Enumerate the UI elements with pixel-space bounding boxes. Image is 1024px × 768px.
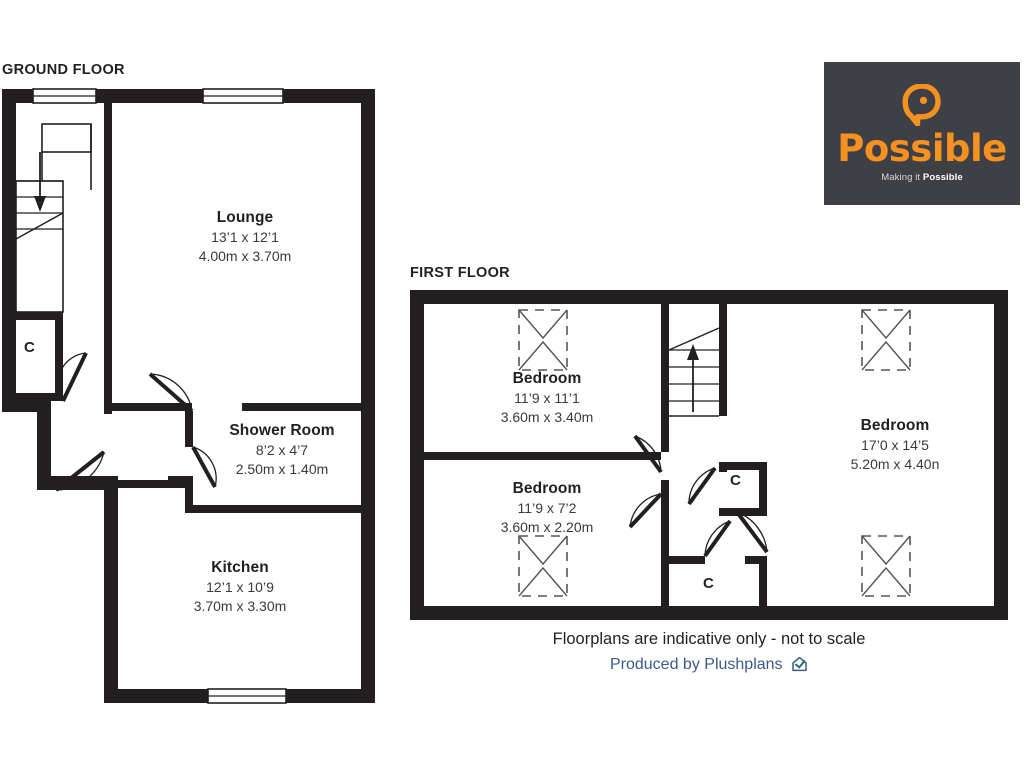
- footer-producer-line: Produced by Plushplans: [410, 653, 1008, 677]
- house-icon: [792, 656, 807, 672]
- ff-skylight-bedroom3-bottom: [861, 535, 911, 597]
- ff-wall-cupboard2-top-left: [669, 556, 705, 564]
- logo-tagline: Making it Possible: [824, 172, 1020, 183]
- ff-wall-cupboard1-top: [719, 462, 767, 470]
- gf-window-lounge-right: [202, 88, 284, 104]
- gf-wall-shower-left-upper: [185, 411, 193, 447]
- gf-window-lounge-left: [32, 88, 97, 104]
- gf-wall-hall-lounge-stub: [104, 398, 112, 414]
- cupboard-label-first-lower: C: [703, 575, 714, 592]
- logo-tagline-prefix: Making it: [881, 172, 923, 183]
- gf-door-cupboard: [57, 352, 88, 402]
- ground-floor-heading: GROUND FLOOR: [2, 62, 125, 78]
- gf-wall-kitchen-top: [104, 480, 189, 488]
- room-imperial: 17’0 x 14’5: [861, 437, 929, 453]
- gf-staircase: [15, 123, 92, 313]
- footer: Floorplans are indicative only - not to …: [410, 628, 1008, 677]
- ff-skylight-bedroom2-cross: [518, 535, 568, 597]
- ff-staircase: [668, 327, 720, 417]
- ff-wall-cupboard2-right: [759, 556, 767, 606]
- room-name: Bedroom: [860, 417, 930, 434]
- gf-wall-shower-left-nib: [168, 476, 193, 483]
- first-floor-heading: FIRST FLOOR: [410, 265, 510, 281]
- room-label-kitchen: Kitchen 12’1 x 10’9 3.70m x 3.30m: [155, 558, 325, 616]
- gf-wall-cupboard-right: [55, 316, 63, 401]
- room-imperial: 11’9 x 11’1: [514, 390, 580, 406]
- gf-wall-shower-bottom: [185, 505, 361, 513]
- ff-wall-cupboard1-bottom: [719, 508, 767, 516]
- room-imperial: 11’9 x 7’2: [517, 500, 577, 516]
- room-metric: 2.50m x 1.40m: [235, 461, 329, 477]
- ff-door-bedroom2: [628, 492, 663, 529]
- room-label-lounge: Lounge 13’1 x 12’1 4.00m x 3.70m: [160, 208, 330, 266]
- ff-wall-cupboard2-top-right: [745, 556, 767, 564]
- logo-tagline-strong: Possible: [922, 172, 963, 183]
- ff-skylight-bedroom1-cross: [518, 309, 568, 371]
- ff-skylight-bedroom2: [518, 535, 568, 597]
- room-label-bedroom-3: Bedroom 17’0 x 14’5 5.20m x 4.40n: [810, 416, 980, 474]
- ff-skylight-bedroom3-top-cross: [861, 309, 911, 371]
- ff-skylight-bedroom3-top: [861, 309, 911, 371]
- possible-pin-icon: [902, 84, 941, 126]
- ff-wall-landing-right-upper: [719, 304, 727, 416]
- gf-wall-cupboard-upper: [16, 312, 63, 320]
- room-name: Kitchen: [211, 559, 269, 576]
- room-name: Lounge: [216, 209, 274, 226]
- gf-window-kitchen: [207, 688, 287, 704]
- room-imperial: 8’2 x 4’7: [255, 442, 309, 458]
- ff-door-bedroom1: [633, 434, 663, 474]
- room-metric: 3.70m x 3.30m: [193, 598, 287, 614]
- gf-wall-cupboard-top: [16, 393, 63, 401]
- gf-door-shower: [191, 446, 217, 488]
- gf-wall-lounge-bottom-right: [242, 403, 361, 411]
- room-name: Shower Room: [229, 422, 335, 439]
- ff-door-bedroom3: [735, 510, 769, 554]
- ff-wall-landing-left-lower: [661, 480, 669, 606]
- room-metric: 3.60m x 3.40m: [500, 409, 594, 425]
- ff-skylight-bedroom1: [518, 309, 568, 371]
- room-label-shower-room: Shower Room 8’2 x 4’7 2.50m x 1.40m: [200, 421, 364, 479]
- cupboard-label-first-upper: C: [730, 472, 741, 489]
- gf-wall-lounge-bottom-left: [112, 403, 192, 411]
- ff-wall-bedroom1-bedroom2: [424, 452, 661, 460]
- footer-disclaimer: Floorplans are indicative only - not to …: [552, 630, 866, 648]
- gf-wall-kitchen-left: [104, 480, 112, 690]
- room-metric: 4.00m x 3.70m: [198, 248, 292, 264]
- room-imperial: 13’1 x 12’1: [211, 229, 279, 245]
- room-imperial: 12’1 x 10’9: [206, 579, 274, 595]
- room-label-bedroom-1: Bedroom 11’9 x 11’1 3.60m x 3.40m: [467, 369, 627, 427]
- possible-logo: Possible Making it Possible: [824, 62, 1020, 205]
- ff-skylight-bedroom3-bottom-cross: [861, 535, 911, 597]
- gf-wall-shower-left-lower: [185, 478, 193, 512]
- gf-walls: [2, 89, 375, 703]
- room-name: Bedroom: [512, 370, 582, 387]
- ff-wall-landing-left-upper: [661, 304, 669, 452]
- gf-wall-hall-lounge: [104, 103, 112, 403]
- room-metric: 3.60m x 2.20m: [500, 519, 594, 535]
- logo-wordmark: Possible: [837, 127, 1007, 170]
- room-name: Bedroom: [512, 480, 582, 497]
- room-label-bedroom-2: Bedroom 11’9 x 7’2 3.60m x 2.20m: [467, 479, 627, 537]
- ff-door-cupboard-lower: [703, 519, 732, 558]
- cupboard-label-ground: C: [24, 339, 35, 356]
- gf-door-lounge: [148, 372, 194, 413]
- ff-wall-cupboard1-right: [759, 462, 767, 516]
- ff-door-cupboard-upper: [687, 466, 717, 506]
- room-metric: 5.20m x 4.40n: [850, 456, 940, 472]
- footer-producer-text: Produced by Plushplans: [609, 656, 783, 673]
- gf-door-kitchen: [54, 450, 106, 492]
